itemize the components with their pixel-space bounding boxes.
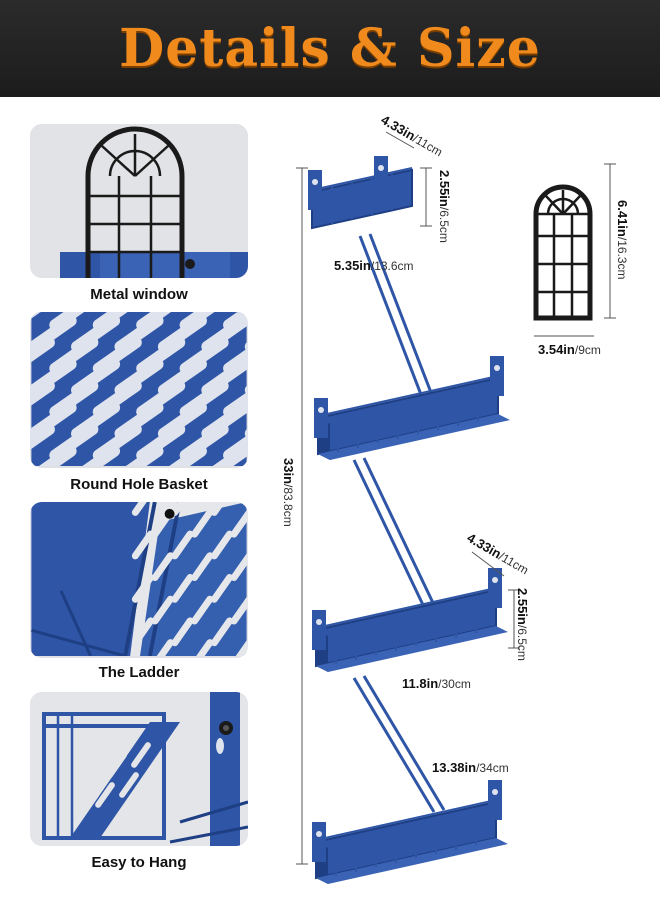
shelf-width-label: 11.8in/30cm — [402, 676, 471, 691]
total-height-label: 33in/83.8cm — [281, 458, 296, 527]
page-title: Details & Size — [119, 18, 541, 79]
header-banner: Details & Size — [0, 0, 660, 97]
round-hole-basket-image — [30, 312, 248, 468]
easy-to-hang-image — [30, 692, 248, 846]
ladder-image — [30, 502, 248, 658]
product-dimension-diagram — [268, 100, 660, 900]
easy-to-hang-label: Easy to Hang — [91, 854, 187, 871]
ladder-label: The Ladder — [98, 664, 180, 681]
window-height-label: 6.41in/16.3cm — [615, 200, 630, 280]
shelf-height-label: 2.55in/6.5cm — [515, 588, 530, 661]
top-height-label: 2.55in/6.5cm — [437, 170, 452, 243]
metal-window-label: Metal window — [90, 286, 188, 303]
ladder-length-label: 13.38in/34cm — [432, 760, 509, 775]
top-width-label: 5.35in/13.6cm — [334, 258, 414, 273]
window-width-label: 3.54in/9cm — [538, 342, 601, 357]
metal-window-image — [30, 124, 248, 278]
round-hole-basket-label: Round Hole Basket — [70, 476, 208, 493]
